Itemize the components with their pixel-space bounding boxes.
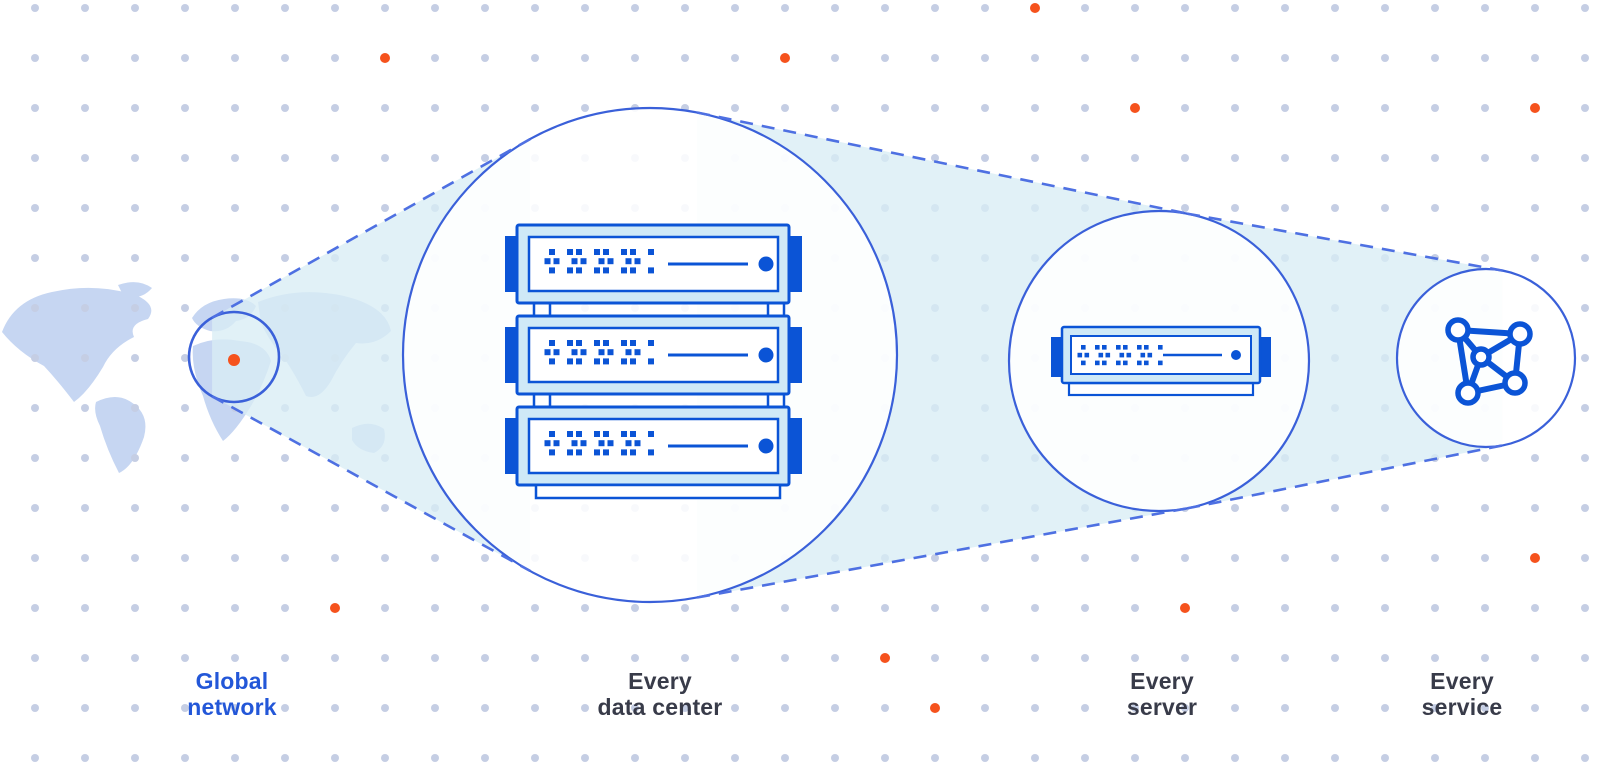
label-line: network bbox=[187, 694, 277, 720]
server-icon bbox=[1051, 325, 1271, 397]
stage-label-every-data-center: Every data center bbox=[598, 668, 723, 720]
stage-label-global-network: Global network bbox=[187, 668, 277, 720]
map-highlight-circle bbox=[187, 310, 281, 404]
stage-label-every-server: Every server bbox=[1127, 668, 1197, 720]
label-line: Every bbox=[1130, 668, 1194, 694]
label-line: Global bbox=[195, 668, 269, 694]
stage-label-every-service: Every service bbox=[1422, 668, 1503, 720]
label-line: Every bbox=[628, 668, 692, 694]
label-line: data center bbox=[597, 694, 723, 720]
zoom-tangent-dashes bbox=[211, 111, 1503, 599]
label-line: service bbox=[1421, 694, 1503, 720]
server-rack-icon bbox=[503, 223, 804, 500]
network-nodes-icon bbox=[1445, 317, 1533, 406]
rack-base bbox=[534, 483, 782, 500]
label-line: Every bbox=[1430, 668, 1494, 694]
label-line: server bbox=[1126, 694, 1198, 720]
location-marker-dot bbox=[228, 354, 240, 366]
